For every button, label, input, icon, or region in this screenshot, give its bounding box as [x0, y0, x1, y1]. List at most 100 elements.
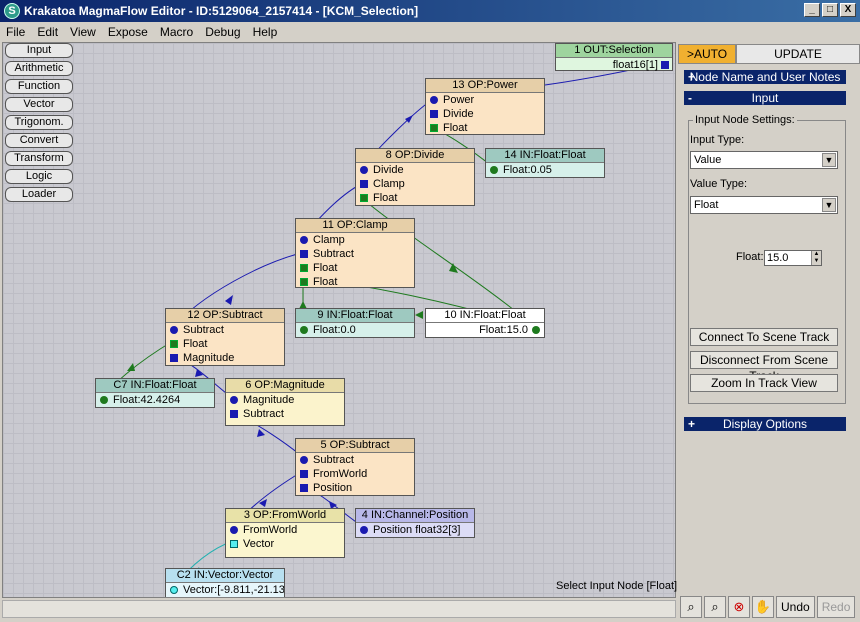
- close-button[interactable]: X: [840, 3, 856, 17]
- node-out-selection[interactable]: 1 OUT:Selection float16[1]: [555, 43, 673, 71]
- zoom-icon[interactable]: ⌕: [704, 596, 726, 618]
- node-op-magnitude[interactable]: 6 OP:Magnitude Magnitude Subtract: [225, 378, 345, 426]
- node-socket[interactable]: Magnitude: [226, 393, 344, 407]
- connect-scene-track-button[interactable]: Connect To Scene Track: [690, 328, 838, 346]
- socket-pin-icon: [300, 326, 308, 334]
- horizontal-scrollbar[interactable]: [2, 600, 676, 618]
- node-socket[interactable]: Position: [296, 481, 414, 495]
- category-loader-button[interactable]: Loader: [5, 187, 73, 202]
- node-in-float-7[interactable]: C7 IN:Float:Float Float:42.4264: [95, 378, 215, 408]
- value-type-label: Value Type:: [690, 178, 748, 190]
- node-socket[interactable]: Vector: [226, 537, 344, 551]
- maximize-button[interactable]: □: [822, 3, 838, 17]
- node-socket[interactable]: Float: [166, 337, 284, 351]
- undo-button[interactable]: Undo: [776, 596, 815, 618]
- node-socket[interactable]: Subtract: [226, 407, 344, 421]
- node-op-clamp[interactable]: 11 OP:Clamp Clamp Subtract Float Float: [295, 218, 415, 288]
- category-arithmetic-button[interactable]: Arithmetic: [5, 61, 73, 76]
- node-op-subtract-12[interactable]: 12 OP:Subtract Subtract Float Magnitude: [165, 308, 285, 366]
- category-transform-button[interactable]: Transform: [5, 151, 73, 166]
- zoom-region-icon[interactable]: ⊗: [728, 596, 750, 618]
- node-socket[interactable]: Float: [296, 261, 414, 275]
- menu-file[interactable]: File: [6, 25, 26, 39]
- zoom-extents-icon[interactable]: ⌕: [680, 596, 702, 618]
- node-socket[interactable]: FromWorld: [296, 467, 414, 481]
- node-in-float-14[interactable]: 14 IN:Float:Float Float:0.05: [485, 148, 605, 178]
- socket-pin-icon: [430, 110, 438, 118]
- node-socket[interactable]: FromWorld: [226, 523, 344, 537]
- node-socket[interactable]: float16[1]: [556, 58, 672, 72]
- node-socket[interactable]: Magnitude: [166, 351, 284, 365]
- rollout-label: Node Name and User Notes: [689, 70, 841, 84]
- node-socket[interactable]: Clamp: [296, 233, 414, 247]
- menu-macro[interactable]: Macro: [159, 25, 194, 39]
- category-vector-button[interactable]: Vector: [5, 97, 73, 112]
- node-socket[interactable]: Float:0.0: [296, 323, 414, 337]
- spinner-arrows-icon[interactable]: ▲▼: [811, 251, 821, 265]
- node-op-subtract-5[interactable]: 5 OP:Subtract Subtract FromWorld Positio…: [295, 438, 415, 496]
- menu-view[interactable]: View: [70, 25, 96, 39]
- node-socket[interactable]: Float:42.4264: [96, 393, 214, 407]
- socket-pin-icon: [300, 470, 308, 478]
- node-title: C7 IN:Float:Float: [96, 379, 214, 393]
- pan-hand-icon[interactable]: ✋: [752, 596, 774, 618]
- menu-help[interactable]: Help: [252, 25, 278, 39]
- socket-label: Float:0.0: [313, 324, 356, 336]
- node-socket[interactable]: Subtract: [166, 323, 284, 337]
- socket-pin-icon: [230, 540, 238, 548]
- menu-expose[interactable]: Expose: [107, 25, 148, 39]
- node-title: 3 OP:FromWorld: [226, 509, 344, 523]
- node-socket[interactable]: Float: [426, 121, 544, 135]
- collapse-icon: -: [688, 91, 692, 105]
- node-socket[interactable]: Divide: [356, 163, 474, 177]
- socket-pin-icon: [360, 526, 368, 534]
- category-function-button[interactable]: Function: [5, 79, 73, 94]
- socket-pin-icon: [300, 456, 308, 464]
- node-op-divide[interactable]: 8 OP:Divide Divide Clamp Float: [355, 148, 475, 206]
- node-in-float-10[interactable]: 10 IN:Float:Float Float:15.0: [425, 308, 545, 338]
- node-socket[interactable]: Power: [426, 93, 544, 107]
- category-trigonom-button[interactable]: Trigonom.: [5, 115, 73, 130]
- node-canvas[interactable]: Input Arithmetic Function Vector Trigono…: [2, 42, 676, 598]
- node-socket[interactable]: Vector:[-9.811,-21.13: [166, 583, 284, 597]
- category-convert-button[interactable]: Convert: [5, 133, 73, 148]
- node-socket[interactable]: Float:15.0: [426, 323, 544, 337]
- minimize-button[interactable]: _: [804, 3, 820, 17]
- category-logic-button[interactable]: Logic: [5, 169, 73, 184]
- rollout-node-name[interactable]: + Node Name and User Notes: [684, 70, 846, 84]
- update-button[interactable]: UPDATE: [736, 44, 860, 64]
- auto-button[interactable]: >AUTO: [678, 44, 736, 64]
- node-in-float-9[interactable]: 9 IN:Float:Float Float:0.0: [295, 308, 415, 338]
- spinner-value: 15.0: [767, 252, 789, 264]
- input-type-select[interactable]: Value ▼: [690, 151, 838, 169]
- node-op-fromworld[interactable]: 3 OP:FromWorld FromWorld Vector: [225, 508, 345, 558]
- menu-edit[interactable]: Edit: [37, 25, 59, 39]
- disconnect-scene-track-button[interactable]: Disconnect From Scene Track: [690, 351, 838, 383]
- socket-pin-icon: [300, 264, 308, 272]
- redo-button[interactable]: Redo: [816, 596, 856, 618]
- node-socket[interactable]: Divide: [426, 107, 544, 121]
- node-socket[interactable]: Clamp: [356, 177, 474, 191]
- dropdown-arrow-icon: ▼: [822, 153, 836, 167]
- expand-icon: +: [688, 417, 696, 431]
- node-in-channel-position[interactable]: 4 IN:Channel:Position Position float32[3…: [355, 508, 475, 538]
- node-socket[interactable]: Float:0.05: [486, 163, 604, 177]
- node-socket[interactable]: Position float32[3]: [356, 523, 474, 537]
- float-spinner[interactable]: 15.0 ▲▼: [764, 250, 822, 266]
- zoom-track-view-button[interactable]: Zoom In Track View: [690, 374, 838, 392]
- node-socket[interactable]: Subtract: [296, 247, 414, 261]
- rollout-input[interactable]: - Input: [684, 91, 846, 105]
- value-type-select[interactable]: Float ▼: [690, 196, 838, 214]
- node-socket[interactable]: Float: [296, 275, 414, 289]
- menu-debug[interactable]: Debug: [205, 25, 241, 39]
- socket-label: Power: [443, 94, 475, 106]
- rollout-display-options[interactable]: + Display Options: [684, 417, 846, 431]
- node-op-power[interactable]: 13 OP:Power Power Divide Float: [425, 78, 545, 135]
- node-socket[interactable]: Float: [356, 191, 474, 205]
- wire-arrow: [299, 301, 307, 309]
- category-input-button[interactable]: Input: [5, 43, 73, 58]
- socket-label: Divide: [373, 164, 404, 176]
- node-socket[interactable]: Subtract: [296, 453, 414, 467]
- node-in-vector[interactable]: C2 IN:Vector:Vector Vector:[-9.811,-21.1…: [165, 568, 285, 597]
- node-title: 8 OP:Divide: [356, 149, 474, 163]
